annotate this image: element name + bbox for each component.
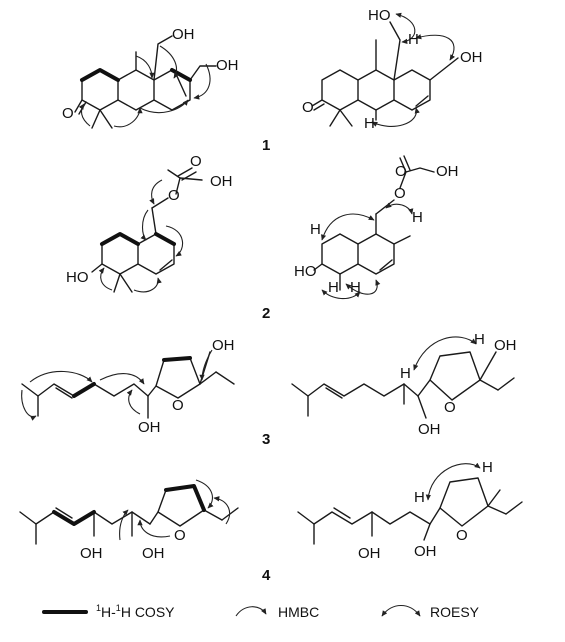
compound-number-3: 3 [262,431,270,448]
atom-h: H [328,279,339,296]
compound-2-roesy-structure: O O OH H H HO H H [294,155,459,300]
atom-oh: OH [80,545,103,562]
compound-number-2: 2 [262,305,270,322]
atom-o: O [395,163,407,180]
compound-4-roesy-structure: H H OH OH O [297,459,523,562]
atom-oh: OH [142,545,165,562]
compound-3-roesy-structure: H H OH O OH [291,331,517,438]
atom-oh: OH [212,337,235,354]
atom-ho: HO [294,263,317,280]
atom-o: O [172,397,184,414]
compound-3-hmbc-structure: OH O OH [21,337,235,436]
atom-h: H [408,31,419,48]
atom-ho: HO [66,269,89,286]
atom-h: H [412,209,423,226]
atom-h: H [482,459,493,476]
atom-oh: OH [216,57,239,74]
legend-hmbc-label: HMBC [278,604,319,620]
compound-1-roesy-structure: HO H OH H O [302,7,483,132]
atom-o: O [190,153,202,170]
atom-h: H [414,489,425,506]
legend-roesy-label: ROESY [430,604,480,620]
atom-h: H [350,279,361,296]
compound-number-4: 4 [262,567,271,584]
atom-o: O [302,99,314,116]
atom-o: O [444,399,456,416]
atom-oh: OH [210,173,233,190]
atom-o: O [174,527,186,544]
atom-oh: OH [138,419,161,436]
atom-oh: OH [358,545,381,562]
compound-1-hmbc-structure: OH OH [74,26,239,129]
atom-o: O [456,527,468,544]
legend-cosy-label: 1H-1H COSY [96,603,175,620]
compound-number-1: 1 [262,137,270,154]
atom-oh: OH [418,421,441,438]
legend-roesy-arrow [381,604,421,617]
atom-oh: OH [414,543,437,560]
atom-o: O [168,187,180,204]
atom-h: H [364,115,375,132]
atom-h: H [474,331,485,348]
compound-2-hmbc-structure: OH O O HO [66,153,233,293]
atom-oh: OH [494,337,517,354]
atom-oh: OH [460,49,483,66]
atom-o: O [62,105,74,122]
legend-hmbc-arrow [235,606,267,617]
legend: 1H-1H COSY HMBC ROESY [42,603,480,620]
compound-4-hmbc-structure: OH OH O [19,479,239,562]
atom-h: H [310,221,321,238]
atom-o: O [394,185,406,202]
atom-oh: OH [436,163,459,180]
atom-oh: OH [172,26,195,43]
atom-h: H [400,365,411,382]
atom-ho: HO [368,7,391,24]
